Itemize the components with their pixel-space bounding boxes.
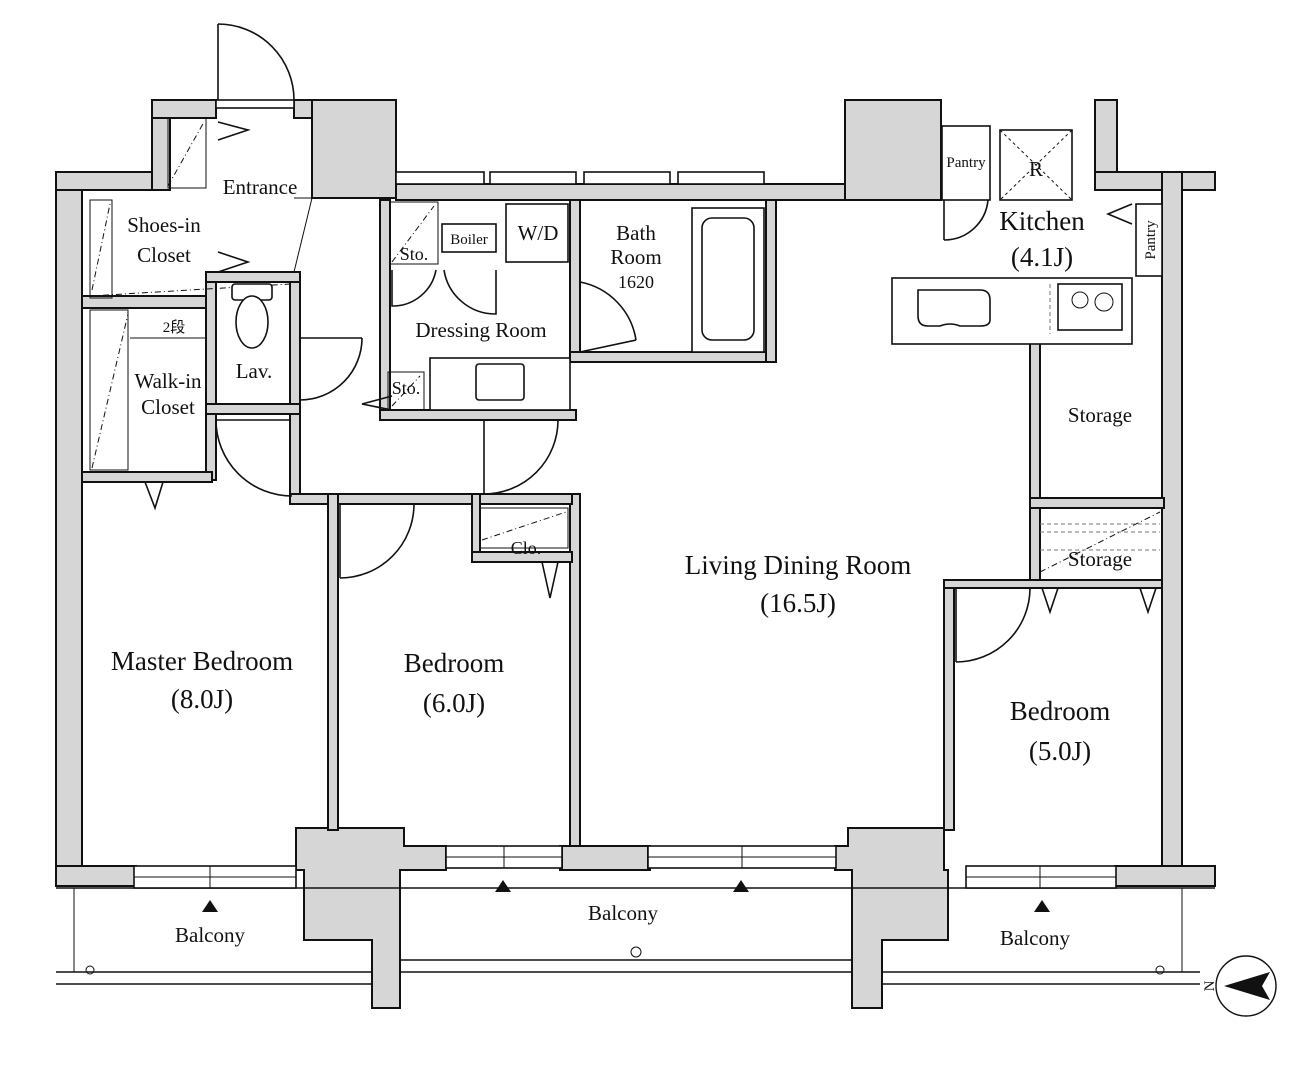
label-bath-2: Room — [610, 245, 661, 269]
label-pantry-top: Pantry — [946, 155, 986, 171]
label-dressing-room: Dressing Room — [415, 318, 546, 342]
label-boiler: Boiler — [450, 232, 488, 248]
interior-walls — [81, 199, 1165, 871]
fixtures — [231, 125, 1163, 411]
label-living: Living Dining Room — [685, 550, 912, 580]
label-master: Master Bedroom — [111, 646, 293, 676]
label-storage-large: Storage — [1068, 403, 1132, 427]
exterior-walls — [55, 99, 1216, 1009]
doors — [144, 23, 1157, 663]
entry-arrows — [202, 880, 1050, 912]
windows — [133, 99, 1117, 889]
label-wd: W/D — [518, 221, 559, 245]
label-balcony-right: Balcony — [1000, 926, 1070, 950]
label-entrance: Entrance — [223, 175, 298, 199]
label-walkin-2: Closet — [141, 395, 195, 419]
label-two-step: 2段 — [163, 319, 186, 336]
label-living-size: (16.5J) — [760, 588, 836, 618]
label-kitchen: Kitchen — [999, 206, 1085, 236]
label-shoes-closet-1: Shoes-in — [127, 213, 201, 237]
label-kitchen-size: (4.1J) — [1011, 242, 1073, 272]
label-storage-2: Sto. — [392, 378, 421, 398]
label-storage-small: Storage — [1068, 547, 1132, 571]
label-shoes-closet-2: Closet — [137, 243, 191, 267]
label-bedroom-2: Bedroom — [404, 648, 505, 678]
compass-icon: N — [1202, 955, 1277, 1017]
label-bath-size: 1620 — [618, 272, 654, 292]
closets — [89, 117, 1161, 573]
room-labels: Entrance Shoes-in Closet Lav. 2段 Walk-in… — [111, 155, 1159, 950]
label-balcony-mid: Balcony — [588, 901, 658, 925]
label-bedroom-3: Bedroom — [1010, 696, 1111, 726]
compass-north-label: N — [1202, 980, 1218, 991]
label-lav: Lav. — [236, 359, 273, 383]
label-bedroom-2-size: (6.0J) — [423, 688, 485, 718]
label-pantry-side: Pantry — [1143, 220, 1159, 260]
label-fridge: R — [1029, 157, 1043, 181]
label-walkin-1: Walk-in — [134, 369, 202, 393]
label-closet: Clo. — [511, 538, 542, 558]
label-bedroom-3-size: (5.0J) — [1029, 736, 1091, 766]
label-storage-1: Sto. — [400, 244, 429, 264]
label-master-size: (8.0J) — [171, 684, 233, 714]
label-bath-1: Bath — [616, 221, 656, 245]
label-balcony-left: Balcony — [175, 923, 245, 947]
